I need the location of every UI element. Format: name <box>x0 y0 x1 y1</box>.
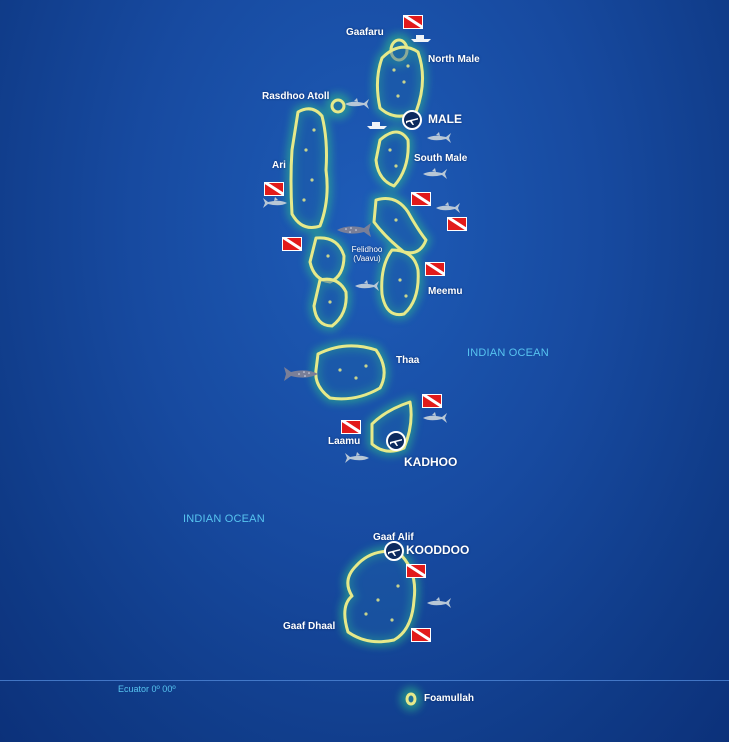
shark-icon[interactable] <box>424 597 454 609</box>
whale-shark-icon[interactable] <box>283 366 319 382</box>
shark-icon[interactable] <box>433 202 463 214</box>
label-felidhoo-name: Felidhoo <box>351 245 383 254</box>
dive-flag-icon[interactable] <box>341 420 361 434</box>
label-gaaf-dhaal: Gaaf Dhaal <box>283 621 336 632</box>
airplane-glyph <box>406 118 418 125</box>
meemu-atoll <box>380 248 420 317</box>
dive-flag-icon[interactable] <box>403 15 423 29</box>
dive-flag-icon[interactable] <box>422 394 442 408</box>
equator-line <box>0 680 729 681</box>
rasdhoo-atoll <box>330 98 346 114</box>
north-male-atoll <box>375 45 424 118</box>
whale-shark-icon[interactable] <box>336 222 372 238</box>
gaaf-atoll <box>343 549 417 644</box>
label-north-male: North Male <box>428 54 480 65</box>
shark-icon[interactable] <box>426 132 452 144</box>
label-male: MALE <box>428 112 462 126</box>
dive-flag-icon[interactable] <box>264 182 284 196</box>
dive-flag-icon[interactable] <box>447 217 467 231</box>
label-laamu: Laamu <box>328 436 361 447</box>
dive-flag-icon[interactable] <box>411 628 431 642</box>
dive-flag-icon[interactable] <box>282 237 302 251</box>
label-gaafaru: Gaafaru <box>346 27 384 38</box>
label-foamullah: Foamullah <box>424 693 475 704</box>
airplane-glyph <box>388 549 400 556</box>
airplane-icon[interactable] <box>384 541 404 561</box>
label-thaa: Thaa <box>396 355 420 366</box>
shark-icon[interactable] <box>420 412 450 424</box>
nilandhe-north-atoll <box>308 236 346 284</box>
label-south-male: South Male <box>414 153 468 164</box>
label-rasdhoo: Rasdhoo Atoll <box>262 91 330 102</box>
label-kadhoo: KADHOO <box>404 455 458 469</box>
ocean-label-west: INDIAN OCEAN <box>183 513 265 525</box>
label-kooddoo: KOODDOO <box>406 543 470 557</box>
ari-atoll <box>289 107 329 229</box>
label-meemu: Meemu <box>428 286 463 297</box>
thaa-atoll <box>314 344 386 401</box>
shark-icon[interactable] <box>422 168 448 180</box>
airplane-glyph <box>390 439 402 446</box>
ocean-label-east: INDIAN OCEAN <box>467 347 549 359</box>
felidhoo-atoll <box>372 197 428 255</box>
airplane-icon[interactable] <box>386 431 406 451</box>
label-ari: Ari <box>272 160 286 171</box>
dive-flag-icon[interactable] <box>406 564 426 578</box>
boat-icon[interactable] <box>366 120 388 130</box>
south-male-atoll <box>374 130 410 188</box>
label-gaaf-alif: Gaaf Alif <box>373 532 414 543</box>
dive-flag-icon[interactable] <box>425 262 445 276</box>
shark-icon[interactable] <box>344 98 370 110</box>
equator-label: Ecuator 0º 00º <box>118 684 176 694</box>
label-felidhoo: Felidhoo (Vaavu) <box>347 245 387 263</box>
airplane-icon[interactable] <box>402 110 422 130</box>
shark-icon[interactable] <box>260 197 290 209</box>
label-vaavu: (Vaavu) <box>353 254 381 263</box>
dive-flag-icon[interactable] <box>411 192 431 206</box>
boat-icon[interactable] <box>410 33 432 43</box>
shark-icon[interactable] <box>352 280 382 292</box>
shark-icon[interactable] <box>342 452 372 464</box>
foamullah-island <box>405 692 417 706</box>
